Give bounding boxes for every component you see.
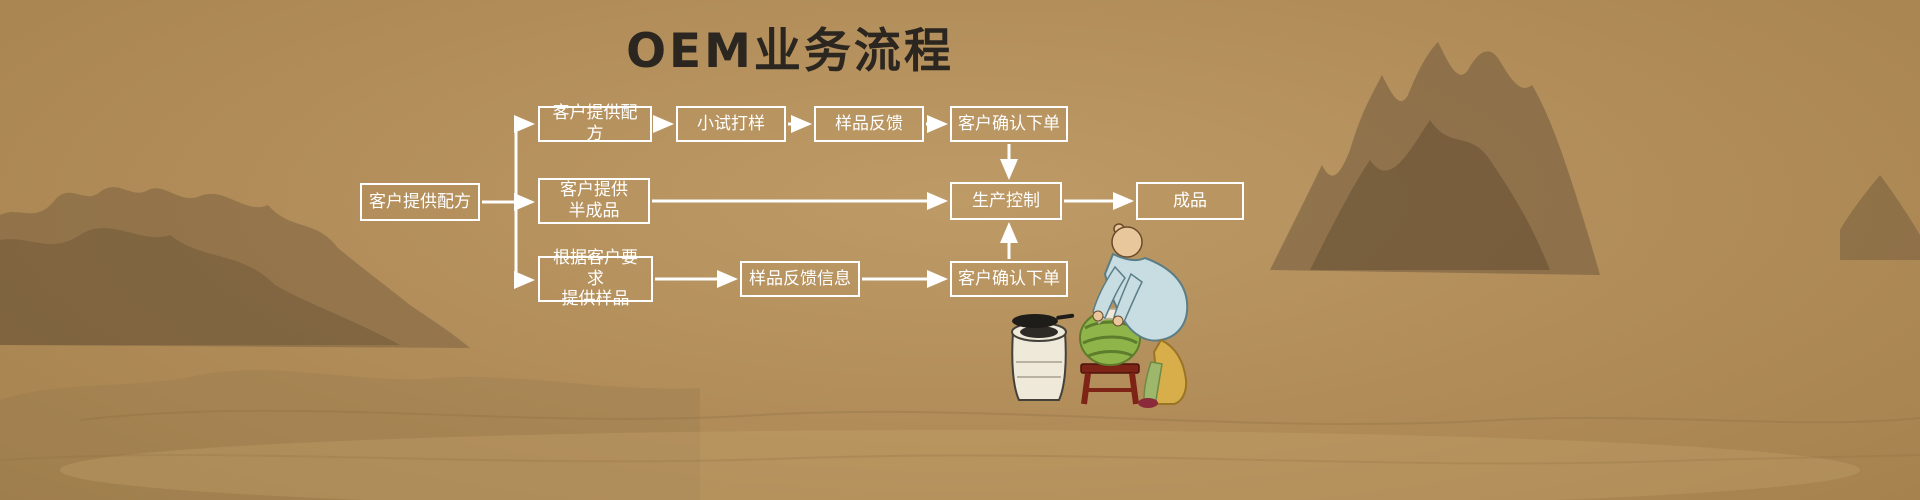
flow-node-customer-formula: 客户提供配方 <box>538 103 652 144</box>
flow-node-customer-confirm-order-top: 客户确认下单 <box>950 106 1068 142</box>
flow-node-trial-sampling: 小试打样 <box>676 106 786 142</box>
flow-node-finished-product: 成品 <box>1136 182 1244 220</box>
mist-line-2 <box>0 454 1920 465</box>
mist-line-1 <box>79 409 1920 425</box>
right-mountain-peaks <box>1270 42 1600 275</box>
flow-node-customer-confirm-order-bottom: 客户确认下单 <box>950 261 1068 297</box>
left-foothills <box>0 370 700 500</box>
flow-node-semi-finished: 客户提供 半成品 <box>538 178 650 224</box>
stool-illustration <box>1080 363 1140 405</box>
flow-node-production-control: 生产控制 <box>950 182 1062 220</box>
mist-band <box>60 430 1860 500</box>
craftsman-illustration <box>1011 223 1189 408</box>
far-right-hill <box>1840 175 1920 260</box>
craftsman-figure <box>1092 223 1189 408</box>
flow-node-customer-formula-start: 客户提供配方 <box>360 183 480 221</box>
branch-stem <box>482 124 518 280</box>
right-mountain-peaks-near <box>1310 120 1550 270</box>
bundle-illustration <box>1079 308 1141 366</box>
left-mountain-ridge-near <box>0 227 400 345</box>
flow-node-sample-feedback-info: 样品反馈信息 <box>740 261 860 297</box>
page-title: OEM业务流程 <box>626 24 954 79</box>
pot-illustration <box>1011 313 1075 401</box>
flow-node-sample-feedback: 样品反馈 <box>814 106 924 142</box>
flow-node-sample-per-requirements: 根据客户要求 提供样品 <box>538 248 653 309</box>
